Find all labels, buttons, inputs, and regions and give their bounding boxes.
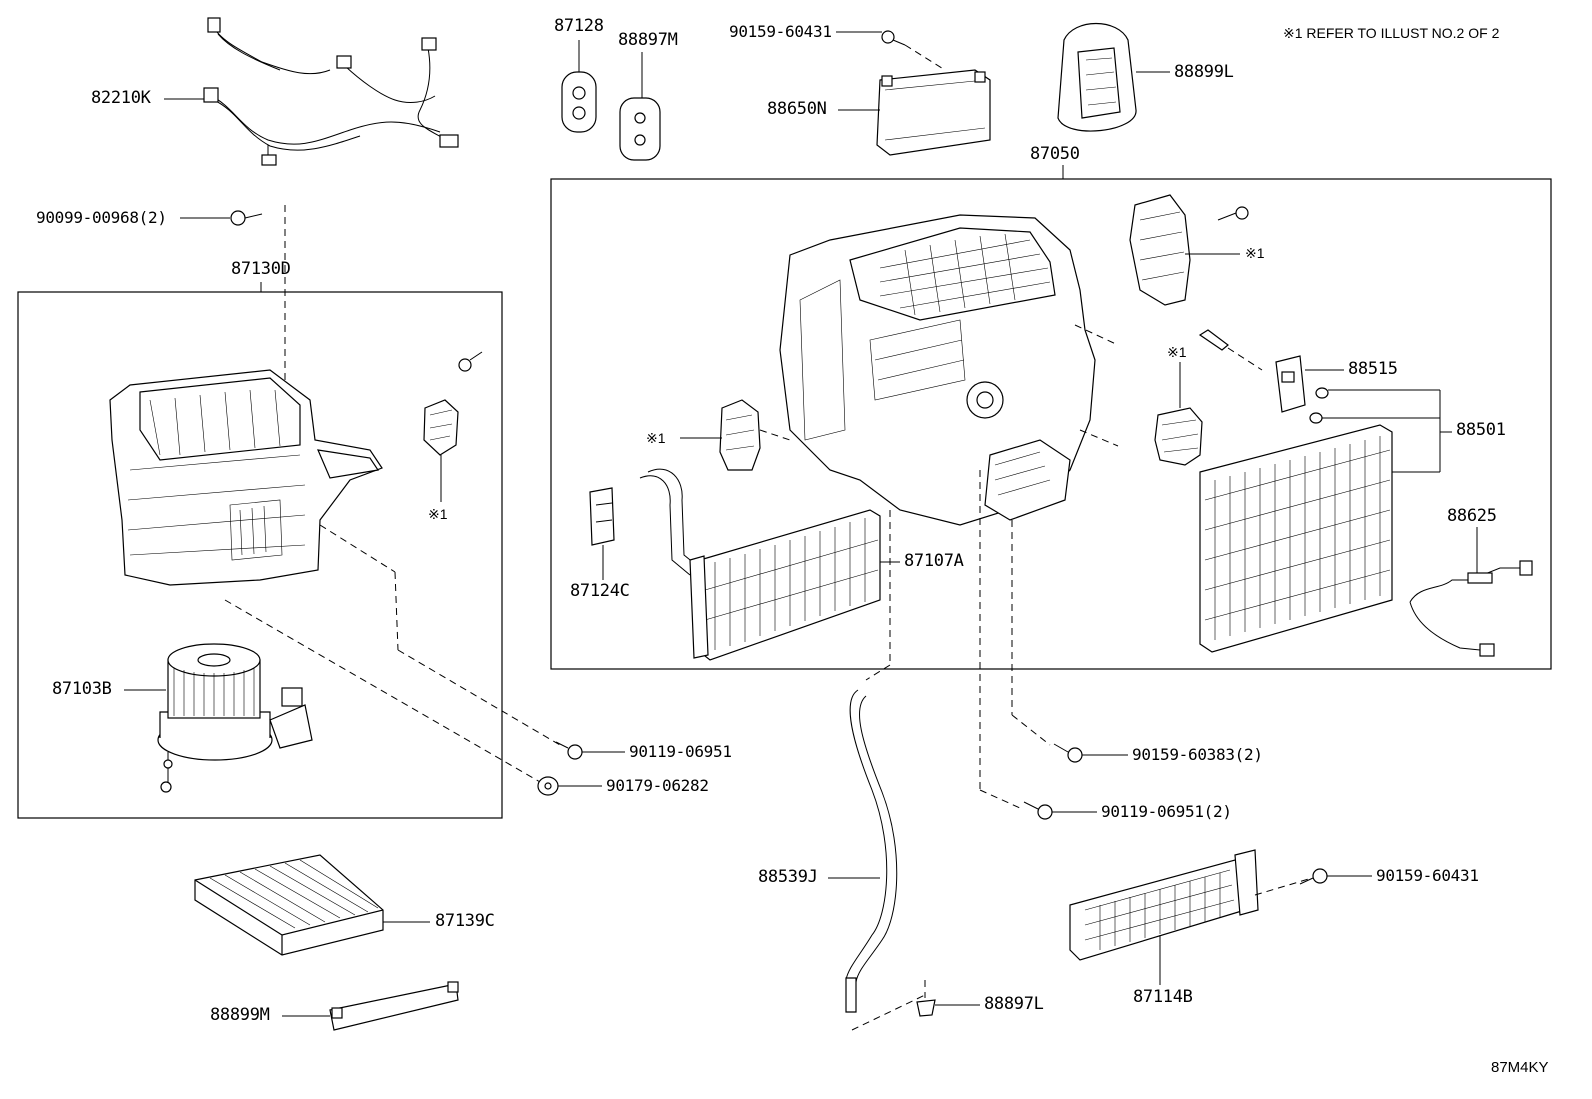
label-90119-06951: 90119-06951 xyxy=(629,742,732,761)
screw-servo-top-right xyxy=(1217,206,1249,221)
evaporator-88501 xyxy=(1199,424,1393,653)
clip-88897l xyxy=(916,999,936,1017)
filter-87139c xyxy=(194,854,384,956)
bolt-90119-06951 xyxy=(555,741,583,760)
illustration-code: 87M4KY xyxy=(1491,1059,1549,1076)
wire-harness-82210k xyxy=(203,17,459,166)
bolt-90159-60431-top xyxy=(881,30,906,46)
refer-note: ※1 REFER TO ILLUST NO.2 OF 2 xyxy=(1283,25,1500,41)
label-88897l: 88897L xyxy=(984,994,1044,1014)
bolt-90099-00968 xyxy=(230,210,263,226)
label-87050: 87050 xyxy=(1030,144,1080,164)
servo-motor-left-box xyxy=(423,399,459,456)
label-90119-06951-2: 90119-06951(2) xyxy=(1101,802,1232,821)
label-88501: 88501 xyxy=(1456,420,1506,440)
label-87124c: 87124C xyxy=(570,581,630,601)
hvac-unit-main xyxy=(779,214,1096,526)
grommet-88897m xyxy=(619,97,661,161)
servo-motor-top-right xyxy=(1129,194,1191,306)
blower-housing xyxy=(109,369,383,586)
label-88625: 88625 xyxy=(1447,506,1497,526)
expansion-valve-88515 xyxy=(1275,355,1306,413)
unit-87050-group-box xyxy=(550,178,1552,670)
label-88515: 88515 xyxy=(1348,359,1398,379)
cover-88899l xyxy=(1057,22,1137,132)
servo-motor-right xyxy=(1154,407,1203,466)
grommet-87128 xyxy=(561,71,597,133)
label-90159-60383: 90159-60383(2) xyxy=(1132,745,1263,764)
ptc-heater-87114b xyxy=(1069,849,1259,961)
label-88650n: 88650N xyxy=(767,99,827,119)
ref1-label-left: ※1 xyxy=(428,506,448,522)
label-88539j: 88539J xyxy=(758,867,818,887)
label-88897m: 88897M xyxy=(618,30,678,50)
bolt-90159-60383 xyxy=(1053,743,1083,763)
thermistor-88625 xyxy=(1409,560,1533,657)
label-90179-06282: 90179-06282 xyxy=(606,776,709,795)
drain-hose-88539j xyxy=(845,689,898,1013)
label-90159-60431-top: 90159-60431 xyxy=(729,22,832,41)
label-90099-00968: 90099-00968(2) xyxy=(36,208,167,227)
bolt-88515 xyxy=(1198,329,1229,351)
label-88899l: 88899L xyxy=(1174,62,1234,82)
ecu-88650n xyxy=(876,69,991,156)
label-88899m: 88899M xyxy=(210,1005,270,1025)
blower-motor-87103b xyxy=(157,643,313,793)
label-87128: 87128 xyxy=(554,16,604,36)
ref1-label-mid: ※1 xyxy=(646,430,666,446)
label-87103b: 87103B xyxy=(52,679,112,699)
bolt-90119-06951-2 xyxy=(1023,801,1053,820)
label-87114b: 87114B xyxy=(1133,987,1193,1007)
clip-87124c xyxy=(589,487,615,546)
label-90159-60431-bot: 90159-60431 xyxy=(1376,866,1479,885)
bolt-90159-60431-bot xyxy=(1299,868,1328,885)
servo-motor-mid xyxy=(719,399,761,471)
label-87139c: 87139C xyxy=(435,911,495,931)
unit-87130d-group-box xyxy=(17,291,503,819)
ref1-label-right: ※1 xyxy=(1167,344,1187,360)
nut-90179-06282 xyxy=(537,776,559,796)
panel-88899m xyxy=(329,981,459,1031)
ref1-label-topright: ※1 xyxy=(1245,245,1265,261)
label-87107a: 87107A xyxy=(904,551,964,571)
label-87130d: 87130D xyxy=(231,259,291,279)
heater-core-87107a xyxy=(639,468,881,661)
screw-87130d-box xyxy=(458,351,483,372)
label-82210k: 82210K xyxy=(91,88,151,108)
